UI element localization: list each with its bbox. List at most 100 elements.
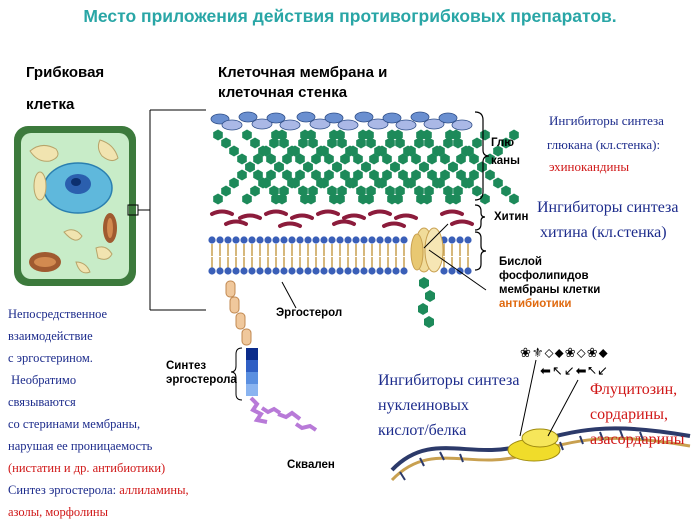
glucans-label-2: каны — [491, 155, 520, 167]
glucan-unit — [308, 185, 318, 197]
lipid-head — [384, 236, 392, 244]
lipid-head — [392, 236, 400, 244]
lipid-head — [304, 236, 312, 244]
lipid-head — [208, 267, 216, 275]
lipid-head — [256, 236, 264, 244]
lipid-head — [240, 236, 248, 244]
chitin-layer — [210, 209, 474, 228]
glucan-unit — [432, 177, 442, 189]
lipid-head — [304, 267, 312, 275]
lipid-head — [328, 267, 336, 275]
left-text-line7: нарушая ее проницаемость — [8, 439, 153, 453]
glucan-unit — [340, 153, 350, 165]
bilayer-leader — [428, 249, 487, 291]
nucleic-inhibitors-3: кислот/белка — [378, 422, 467, 439]
ergosterol-chain — [225, 280, 318, 432]
lipid-head — [344, 236, 352, 244]
lipid-head — [400, 267, 408, 275]
glucan-unit — [300, 129, 310, 141]
glucan-chains — [213, 129, 519, 205]
lipid-head — [456, 236, 464, 244]
lipid-head — [232, 236, 240, 244]
glucan-unit — [424, 185, 434, 197]
lipid-head — [352, 267, 360, 275]
lipid-head — [328, 236, 336, 244]
glucan-unit — [382, 169, 392, 181]
glucan-unit — [345, 177, 355, 189]
glucan-unit — [509, 129, 519, 141]
glucan-unit — [271, 129, 281, 141]
glucan-unit — [403, 145, 413, 157]
chitin-leader — [423, 223, 449, 249]
glucan-unit — [493, 177, 503, 189]
dna-ribosome — [390, 359, 691, 482]
page-title: Место приложения действия противогрибков… — [83, 6, 617, 26]
glucan-unit — [403, 177, 413, 189]
chitin-label: Хитин — [494, 211, 529, 223]
glucan-unit — [282, 169, 292, 181]
lipid-head — [448, 236, 456, 244]
lipid-head — [288, 236, 296, 244]
glucan-unit — [266, 153, 276, 165]
glucan-unit — [472, 137, 482, 149]
glucan-unit — [287, 177, 297, 189]
glucan-unit — [242, 193, 252, 205]
lipid-head — [296, 236, 304, 244]
glucan-unit — [445, 129, 455, 141]
lipid-head — [264, 267, 272, 275]
phospholipid-bilayer — [208, 236, 472, 275]
glucan-unit — [456, 153, 466, 165]
glucan-unit — [440, 169, 450, 181]
glucan-unit — [461, 145, 471, 157]
diagram-canvas — [14, 109, 691, 482]
glucan-unit — [366, 137, 376, 149]
lipid-head — [376, 236, 384, 244]
glucan-unit — [229, 177, 239, 189]
lipid-head — [272, 267, 280, 275]
glucan-unit — [340, 169, 350, 181]
glucan-unit — [300, 193, 310, 205]
glucan-unit — [316, 177, 326, 189]
glucan-unit — [311, 169, 321, 181]
nucleic-inhibitors-2: нуклеиновых — [378, 397, 469, 414]
glucan-unit — [324, 169, 334, 181]
glucan-unit — [258, 177, 268, 189]
transmembrane-protein — [410, 227, 444, 273]
glucan-unit — [329, 129, 339, 141]
lipid-head — [400, 236, 408, 244]
glucan-unit — [250, 185, 260, 197]
glucan-unit — [501, 137, 511, 149]
glucan-inhibitors-3: эхинокандины — [549, 159, 630, 174]
lipid-head — [440, 267, 448, 275]
left-text-line3: с эргостерином. — [8, 351, 93, 365]
lipid-head — [288, 267, 296, 275]
glucan-unit — [229, 145, 239, 157]
synthesis-label-2: эргостерола — [166, 374, 237, 386]
glucan-unit — [258, 145, 268, 157]
synthesis-label-1: Синтез — [166, 360, 207, 372]
glucan-unit — [472, 185, 482, 197]
glucan-unit — [358, 193, 368, 205]
membrane-label-1: Клеточная мембрана и — [218, 64, 388, 81]
glucan-chain-down — [418, 277, 435, 328]
glucan-unit — [456, 169, 466, 181]
glucan-unit — [295, 153, 305, 165]
glucan-inhibitors-1: Ингибиторы синтеза — [549, 113, 664, 128]
lipid-head — [320, 267, 328, 275]
lipid-head — [224, 236, 232, 244]
chitin-inhibitors-2: хитина (кл.стенка) — [540, 224, 667, 241]
bilayer-brace — [474, 231, 487, 271]
glucan-unit — [382, 153, 392, 165]
glucan-unit — [387, 193, 397, 205]
glucan-unit — [303, 161, 313, 173]
glucan-unit — [424, 137, 434, 149]
glucan-unit — [245, 161, 255, 173]
lipid-head — [352, 236, 360, 244]
glucan-unit — [369, 169, 379, 181]
lipid-head — [240, 267, 248, 275]
lipid-head — [280, 267, 288, 275]
glucan-unit — [253, 153, 263, 165]
lipid-head — [464, 267, 472, 275]
lipid-head — [384, 267, 392, 275]
lipid-head — [216, 267, 224, 275]
